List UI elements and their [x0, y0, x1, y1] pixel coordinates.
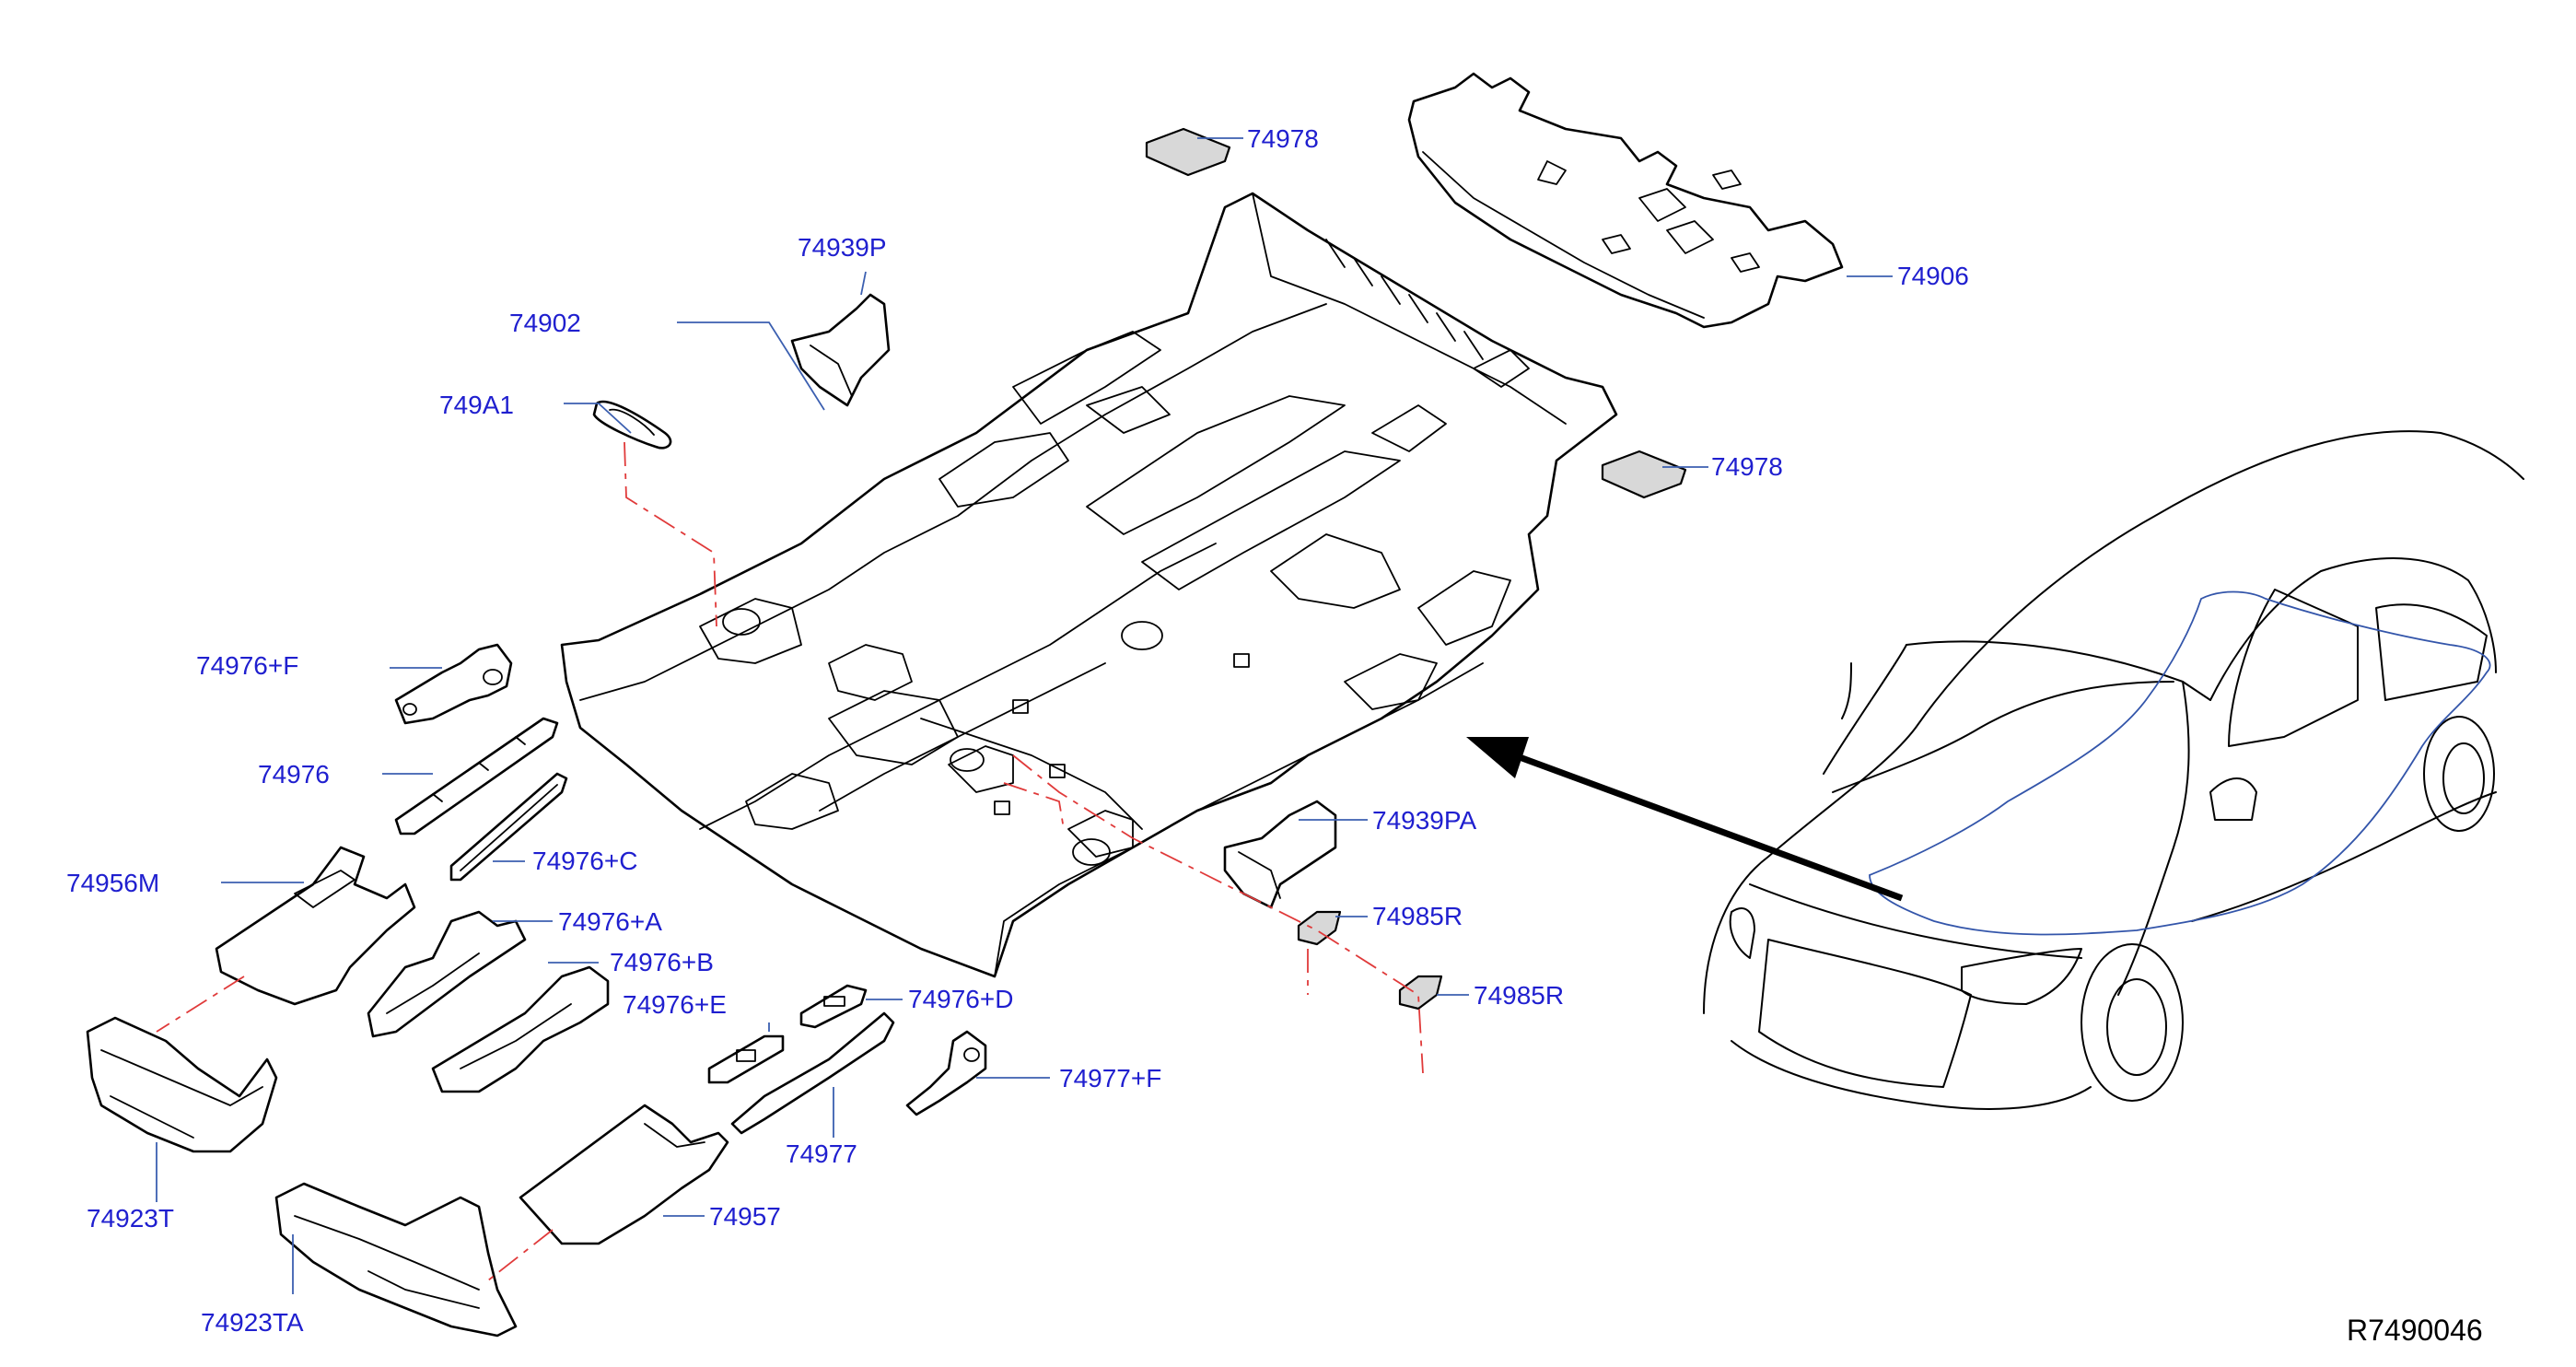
callout-74978-top: 74978	[1247, 124, 1319, 153]
clip-74976D	[799, 984, 868, 1029]
pad-74978-right	[1601, 450, 1687, 499]
tray-74923TA	[274, 1182, 518, 1338]
callout-74977: 74977	[786, 1139, 857, 1168]
floor-carpet-74902	[560, 192, 1618, 978]
reference-number: R7490046	[2347, 1314, 2483, 1347]
callout-74978-right: 74978	[1711, 452, 1783, 481]
bracket-74977F	[905, 1030, 987, 1116]
callout-labels: 74978 74939P 74906 74902 749A1 74978 749…	[66, 124, 1969, 1337]
pad-74985R-2	[1398, 975, 1443, 1011]
callout-749A1: 749A1	[439, 391, 514, 419]
callout-74976A: 74976+A	[558, 907, 662, 936]
bracket-74976A	[367, 910, 527, 1038]
callout-74956M: 74956M	[66, 869, 159, 897]
callout-74976E: 74976+E	[623, 990, 727, 1019]
pad-74976C	[449, 772, 568, 882]
bracket-74976F	[394, 643, 513, 725]
mat-74957	[519, 1104, 729, 1245]
pad-74977	[730, 1011, 895, 1135]
callout-74976: 74976	[258, 760, 330, 789]
dashed-connection-lines	[156, 441, 1424, 1281]
location-arrow	[1466, 737, 1904, 902]
rear-floor-panel-74906	[1407, 72, 1844, 329]
pad-74985R-1	[1297, 910, 1342, 946]
pad-74976	[394, 717, 559, 835]
clip-74976E	[707, 1034, 785, 1084]
callout-74985R-1: 74985R	[1372, 902, 1463, 930]
callout-74939P: 74939P	[798, 233, 887, 262]
floor-location-outline	[1869, 590, 2491, 936]
mat-74956M	[215, 846, 416, 1006]
bracket-74939P	[790, 293, 891, 407]
callout-74939PA: 74939PA	[1372, 806, 1476, 835]
callout-74976B: 74976+B	[610, 948, 714, 976]
callout-74906: 74906	[1897, 262, 1969, 290]
callout-74977F: 74977+F	[1059, 1064, 1161, 1092]
pad-74978-top	[1145, 127, 1231, 177]
callout-74976C: 74976+C	[532, 847, 637, 875]
callout-74957: 74957	[709, 1202, 781, 1231]
bracket-74939PA	[1223, 800, 1337, 909]
callout-74985R-2: 74985R	[1474, 981, 1564, 1010]
callout-74976F: 74976+F	[196, 651, 298, 680]
callout-74976D: 74976+D	[908, 985, 1013, 1013]
clip-749A1	[592, 400, 672, 450]
bracket-74976B	[431, 965, 610, 1093]
leader-lines	[156, 137, 1893, 1294]
callout-74923T: 74923T	[87, 1204, 174, 1233]
tray-74923T	[86, 1016, 278, 1153]
vehicle-illustration	[1703, 430, 2524, 1110]
callout-74923TA: 74923TA	[201, 1308, 304, 1337]
callout-74902: 74902	[509, 309, 581, 337]
